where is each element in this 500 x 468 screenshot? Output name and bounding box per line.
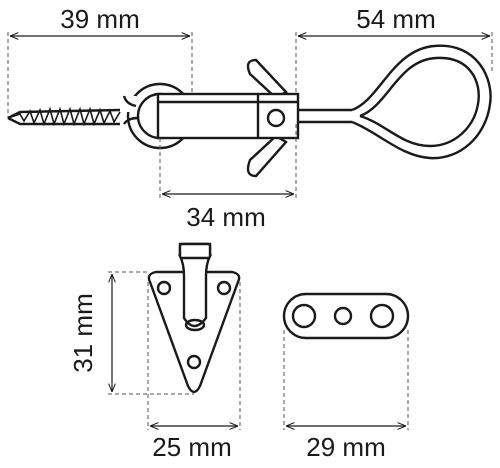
dimension-label-29mm: 29 mm [306,432,385,462]
three-hole-bar-drawing [282,292,410,340]
dimension-plate-width: 25 mm [147,282,241,462]
dimension-eye-length: 54 mm [295,4,493,108]
dimension-label-25mm: 25 mm [152,432,231,462]
dimension-label-54mm: 54 mm [356,4,435,34]
dimension-plate-height: 31 mm [68,271,194,395]
latch-body-drawing [156,58,352,178]
dimension-latch-body: 34 mm [159,124,297,232]
dimension-hook-length: 39 mm [7,4,193,118]
dimension-bar-width: 29 mm [283,330,409,462]
dimension-label-39mm: 39 mm [60,4,139,34]
triangle-keeper-plate-drawing [147,242,241,394]
dimension-label-34mm: 34 mm [186,202,265,232]
teardrop-eye-drawing [351,44,492,160]
dimension-label-31mm: 31 mm [68,293,98,372]
